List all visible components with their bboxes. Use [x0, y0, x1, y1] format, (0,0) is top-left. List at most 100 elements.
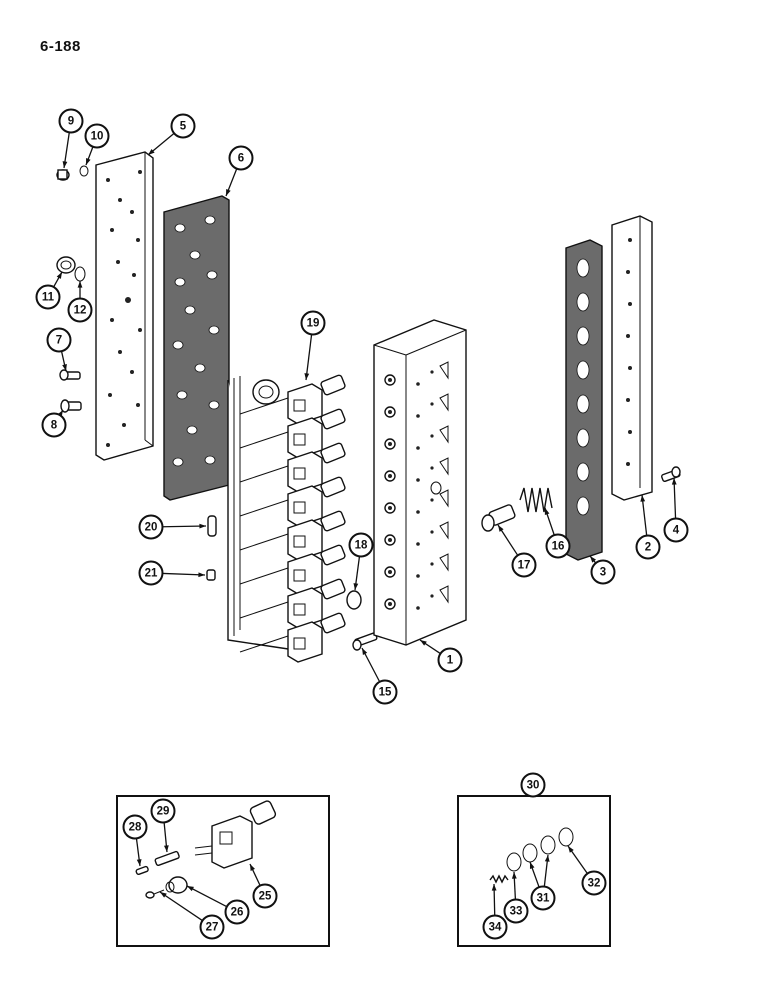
callout-3: 3: [590, 559, 616, 585]
detail-box-seal-kit: [457, 795, 611, 947]
callout-9: 9: [58, 108, 84, 134]
svg-text:7: 7: [56, 335, 62, 347]
arrowhead-c28: [136, 859, 142, 866]
wiring-harness-19: [227, 376, 296, 651]
leader-c21: [162, 572, 206, 576]
callout-6: 6: [228, 145, 254, 171]
arrowhead-c6: [226, 189, 231, 196]
spring-16: [519, 487, 553, 513]
callout-17: 17: [511, 552, 537, 578]
callout-25: 25: [252, 883, 278, 909]
callout-5: 5: [170, 113, 196, 139]
arrowhead-c25: [250, 864, 255, 871]
svg-text:4: 4: [673, 525, 680, 537]
plug-11: [56, 256, 76, 274]
arrowhead-c16: [544, 508, 550, 515]
svg-text:21: 21: [145, 568, 158, 580]
callout-32: 32: [581, 870, 607, 896]
callout-33: 33: [503, 898, 529, 924]
callout-15: 15: [372, 679, 398, 705]
arrowhead-c31: [529, 862, 535, 869]
valve-body-1: [373, 319, 467, 646]
callout-11: 11: [35, 284, 61, 310]
bolt-7: [59, 369, 81, 381]
svg-text:11: 11: [42, 292, 55, 304]
page-number: 6-188: [40, 38, 81, 55]
gasket-6: [163, 195, 230, 501]
solenoid-8: [239, 612, 346, 663]
callout-26: 26: [224, 899, 250, 925]
arrowhead-c19: [304, 373, 310, 380]
callout-19: 19: [300, 310, 326, 336]
arrowhead-c34: [491, 884, 497, 891]
callout-16: 16: [545, 533, 571, 559]
arrowhead-c11: [56, 272, 62, 279]
seal-kit-rings: [506, 827, 574, 872]
arrowhead-c18: [353, 583, 359, 590]
o-ring-12: [74, 266, 86, 282]
svg-text:9: 9: [68, 116, 74, 128]
callout-bubbles: 1234567891011121516171819202125262728293…: [35, 108, 689, 940]
pin-21: [206, 569, 216, 581]
leader-c4: [673, 477, 677, 519]
leader-c20: [162, 525, 207, 528]
connector-26: [165, 876, 188, 894]
solenoid-3: [239, 442, 346, 493]
callout-18: 18: [348, 532, 374, 558]
arrowhead-c33: [511, 872, 517, 879]
callout-20: 20: [138, 514, 164, 540]
svg-text:18: 18: [355, 540, 368, 552]
pin-20: [207, 515, 217, 537]
o-ring-18: [346, 590, 362, 610]
svg-text:3: 3: [600, 567, 606, 579]
arrowhead-c12: [77, 281, 83, 288]
solenoid-6: [239, 544, 346, 595]
solenoid-5: [239, 510, 346, 561]
terminal-27: [145, 889, 165, 899]
arrowhead-c20: [199, 523, 206, 529]
arrowhead-c32: [568, 846, 574, 853]
bolt-4: [661, 466, 681, 483]
sleeve-29: [154, 850, 180, 866]
pin-28: [135, 865, 149, 876]
callout-34: 34: [482, 914, 508, 940]
spool-17: [481, 504, 516, 532]
arrowhead-c9: [62, 161, 68, 168]
callout-21: 21: [138, 560, 164, 586]
cover-plate-2: [611, 215, 653, 501]
svg-text:17: 17: [518, 560, 531, 572]
arrowhead-c3: [590, 556, 597, 563]
callout-1: 1: [437, 647, 463, 673]
solenoid-7: [239, 578, 346, 629]
callout-4: 4: [663, 517, 689, 543]
svg-text:31: 31: [537, 893, 550, 905]
svg-text:30: 30: [527, 780, 540, 792]
arrowhead-c15: [362, 648, 368, 655]
svg-text:33: 33: [510, 906, 523, 918]
svg-text:1: 1: [447, 655, 454, 667]
arrowhead-c10: [86, 158, 91, 165]
arrowhead-c4: [671, 478, 677, 485]
bolt-8: [60, 399, 82, 413]
svg-text:16: 16: [552, 541, 565, 553]
svg-text:10: 10: [91, 131, 104, 143]
svg-text:12: 12: [74, 305, 87, 317]
leader-c26: [186, 885, 227, 908]
cover-plate-5: [95, 151, 154, 461]
solenoid-4: [239, 476, 346, 527]
svg-text:34: 34: [489, 922, 502, 934]
spring-34: [489, 874, 509, 884]
callout-29: 29: [150, 798, 176, 824]
solenoid-stack: [239, 374, 346, 663]
svg-text:27: 27: [206, 922, 219, 934]
arrowhead-c29: [163, 845, 169, 852]
solenoid-detail-25: [194, 800, 277, 869]
gasket-3: [565, 239, 603, 561]
callout-7: 7: [46, 327, 72, 353]
callout-8: 8: [41, 412, 67, 438]
arrowhead-c5: [148, 148, 155, 155]
leader-lines: [53, 132, 677, 921]
arrowhead-c27: [160, 892, 167, 898]
detail-box-solenoid: [116, 795, 330, 947]
